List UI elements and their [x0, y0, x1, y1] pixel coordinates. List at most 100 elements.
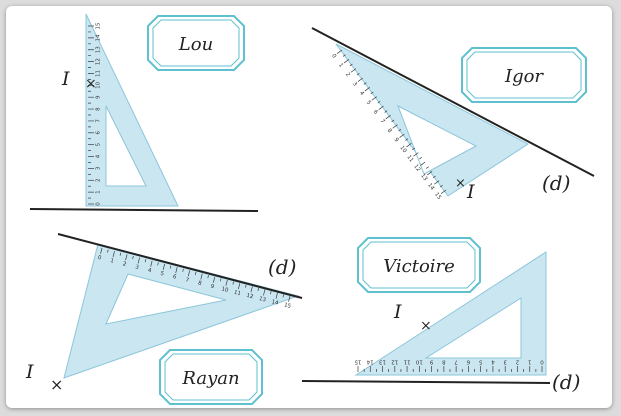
- ruler-number: 4: [358, 90, 365, 97]
- ruler-number: 2: [516, 359, 520, 365]
- ruler-number: 6: [466, 359, 470, 365]
- ruler-number: 0: [330, 53, 337, 60]
- ruler-tick: [356, 73, 360, 76]
- badge-rayan-frame: [159, 349, 263, 405]
- point-i-label-rayan: I: [25, 361, 34, 383]
- set-square-igor-cutout: [397, 104, 478, 175]
- ruler-tick: [391, 119, 395, 123]
- ruler-number: 2: [122, 261, 127, 268]
- ruler-number: 5: [160, 271, 165, 278]
- ruler-tick: [219, 278, 222, 282]
- line-rayan: [57, 233, 303, 299]
- ruler-tick: [439, 185, 443, 188]
- ruler-number: 11: [405, 154, 414, 163]
- ruler-tick: [263, 289, 266, 296]
- ruler-number: 13: [419, 173, 428, 183]
- ruler-tick: [288, 295, 291, 302]
- ruler-tick: [119, 252, 122, 256]
- ruler-tick: [132, 255, 134, 259]
- ruler-number: 3: [503, 359, 507, 365]
- ruler-tick: [371, 96, 377, 101]
- ruler-number: 14: [366, 359, 373, 365]
- ruler-tick: [378, 105, 384, 110]
- ruler-tick: [392, 124, 398, 129]
- ruler-tick: [370, 91, 374, 95]
- ruler-tick: [412, 147, 416, 151]
- ruler-tick: [200, 273, 203, 280]
- ruler-number: 10: [96, 81, 102, 88]
- ruler-number: 12: [96, 58, 102, 65]
- ruler-number: 3: [351, 81, 358, 88]
- ruler-number: 10: [398, 145, 407, 155]
- ruler-tick: [432, 175, 436, 179]
- ruler-number: 9: [429, 359, 433, 365]
- ruler-tick: [434, 180, 440, 185]
- ruler-tick: [357, 77, 364, 82]
- ruler-number: 5: [96, 142, 102, 146]
- cross-mark-rayan: ×: [50, 375, 63, 394]
- ruler-tick: [245, 284, 247, 288]
- cross-mark-lou: ×: [85, 76, 97, 92]
- badge-victoire-frame: [357, 237, 481, 293]
- point-i-label-lou: I: [61, 68, 70, 90]
- point-i-label-igor: I: [466, 181, 475, 203]
- ruler-number: 8: [96, 107, 102, 111]
- ruler-number: 14: [96, 34, 102, 41]
- ruler-number: 15: [354, 359, 361, 365]
- ruler-tick: [282, 294, 285, 298]
- ruler-tick: [427, 171, 433, 176]
- ruler-tick: [182, 268, 184, 272]
- set-square-rayan-cutout: [105, 273, 227, 325]
- ruler-number: 12: [391, 359, 398, 365]
- ruler-tick: [187, 270, 191, 277]
- ruler-tick: [112, 251, 115, 258]
- ruler-number: 9: [210, 284, 215, 291]
- ruler-tick: [426, 166, 429, 169]
- name-igor: Igor: [504, 66, 544, 87]
- point-i-label-victoire: I: [393, 301, 402, 323]
- ruler-number: 11: [233, 290, 241, 298]
- ruler-number: 1: [96, 190, 102, 194]
- ruler-number: 12: [246, 293, 254, 301]
- ruler-tick: [405, 138, 409, 141]
- ruler-number: 5: [478, 359, 482, 365]
- line-d-label-rayan: (d): [268, 255, 296, 279]
- ruler-number: 2: [344, 72, 351, 78]
- ruler-tick: [398, 129, 402, 132]
- ruler-tick: [207, 275, 209, 279]
- ruler-tick: [162, 263, 166, 270]
- ruler-number: 15: [433, 192, 442, 202]
- ruler-number: 14: [426, 182, 435, 192]
- ruler-tick: [175, 267, 178, 274]
- name-victoire: Victoire: [383, 256, 455, 277]
- ruler-number: 8: [197, 280, 202, 287]
- ruler-tick: [342, 54, 346, 57]
- ruler-tick: [150, 260, 153, 267]
- ruler-tick: [194, 271, 197, 275]
- ruler-tick: [377, 101, 381, 104]
- set-square-igor: [335, 43, 529, 197]
- ruler-number: 6: [96, 131, 102, 135]
- ruler-number: 3: [135, 264, 140, 271]
- badge-lou-inner: [152, 19, 240, 67]
- badge-lou: Lou: [147, 15, 245, 71]
- line-d-label-victoire: (d): [552, 370, 580, 394]
- ruler-number: 0: [540, 359, 544, 365]
- ruler-number: 13: [379, 359, 386, 365]
- ruler-number: 1: [337, 62, 344, 68]
- badge-rayan: Rayan: [159, 349, 263, 405]
- ruler-number: 4: [147, 268, 152, 275]
- ruler-number: 11: [96, 70, 102, 77]
- ruler-tick: [385, 115, 391, 120]
- ruler-number: 15: [283, 302, 292, 310]
- ruler-tick: [169, 265, 172, 269]
- ruler-number: 10: [415, 359, 422, 365]
- ruler-tick: [144, 259, 147, 263]
